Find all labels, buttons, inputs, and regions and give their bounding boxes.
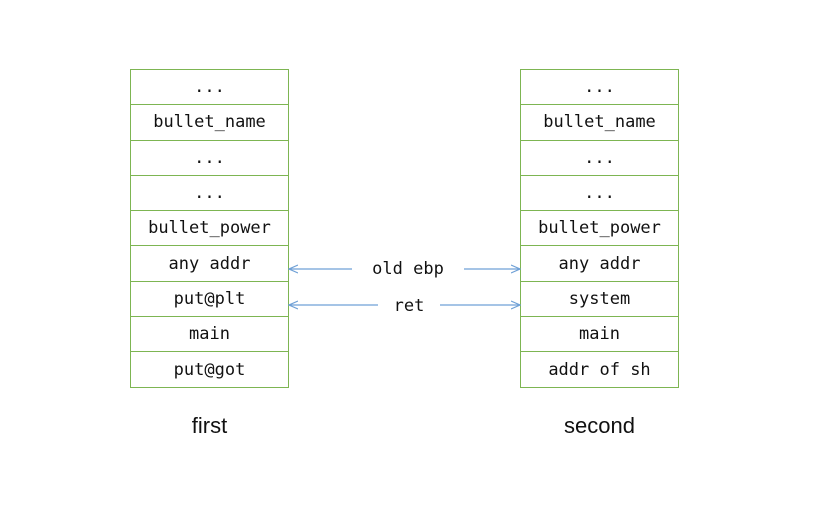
second-stack-cell: ... xyxy=(520,175,679,212)
second-stack-cell: main xyxy=(520,317,679,353)
second-stack-cell: addr of sh xyxy=(520,352,679,388)
first-stack-cell: ... xyxy=(130,140,289,176)
second-stack-cell: system xyxy=(520,281,679,318)
first-stack-cell: put@got xyxy=(130,352,289,388)
second-stack-cell: any addr xyxy=(520,246,679,282)
old-ebp-label: old ebp xyxy=(372,259,444,279)
first-stack-cell: put@plt xyxy=(130,281,289,318)
first-stack-cell: any addr xyxy=(130,246,289,282)
second-stack-cell: bullet_power xyxy=(520,211,679,247)
second-stack: ... bullet_name ... ... bullet_power any… xyxy=(520,69,679,388)
first-stack: ... bullet_name ... ... bullet_power any… xyxy=(130,69,289,388)
ret-label: ret xyxy=(393,296,425,316)
second-stack-cell: ... xyxy=(520,70,679,106)
first-stack-cell: ... xyxy=(130,175,289,212)
first-stack-cell: bullet_power xyxy=(130,211,289,247)
first-stack-cell: main xyxy=(130,317,289,353)
second-stack-cell: bullet_name xyxy=(520,105,679,141)
first-caption: first xyxy=(191,413,228,438)
second-caption: second xyxy=(564,413,635,438)
second-stack-cell: ... xyxy=(520,140,679,176)
first-stack-cell: ... xyxy=(130,70,289,106)
first-stack-cell: bullet_name xyxy=(130,105,289,141)
